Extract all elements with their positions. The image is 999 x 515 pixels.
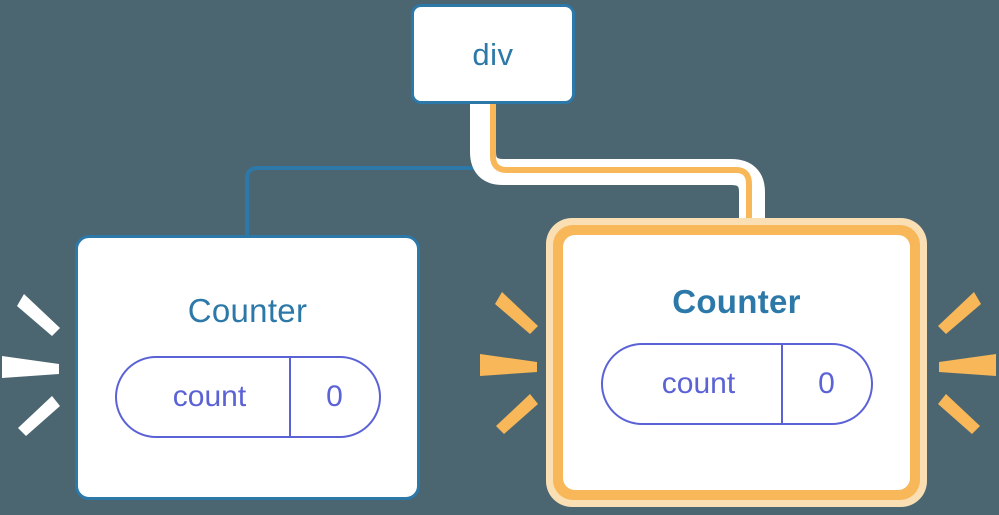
burst-left-icon: [2, 294, 60, 436]
node-counter-right-label: Counter: [672, 283, 801, 320]
state-value-right: 0: [818, 367, 835, 400]
node-counter-left[interactable]: Counter count 0: [75, 235, 420, 500]
node-counter-right-ring: Counter count 0: [553, 225, 920, 500]
state-key-left: count: [172, 380, 247, 413]
state-key-right: count: [661, 367, 736, 400]
node-counter-left-label: Counter: [187, 292, 308, 329]
state-pill-right: count 0: [600, 343, 873, 425]
burst-right-icon: [938, 292, 996, 434]
pill-divider-left: [288, 358, 291, 436]
node-counter-right-glow: Counter count 0: [546, 218, 927, 507]
node-div[interactable]: div: [411, 4, 575, 104]
edge-div-to-counter-right-halo: [470, 103, 765, 230]
burst-mid-icon: [480, 292, 538, 434]
node-counter-right[interactable]: Counter count 0: [563, 235, 910, 490]
edge-div-to-counter-right: [490, 103, 752, 235]
pill-divider-right: [780, 345, 783, 423]
state-pill-left: count 0: [114, 356, 381, 438]
node-div-label: div: [472, 36, 514, 72]
edge-div-to-counter-left: [245, 101, 495, 240]
state-value-left: 0: [326, 380, 343, 413]
